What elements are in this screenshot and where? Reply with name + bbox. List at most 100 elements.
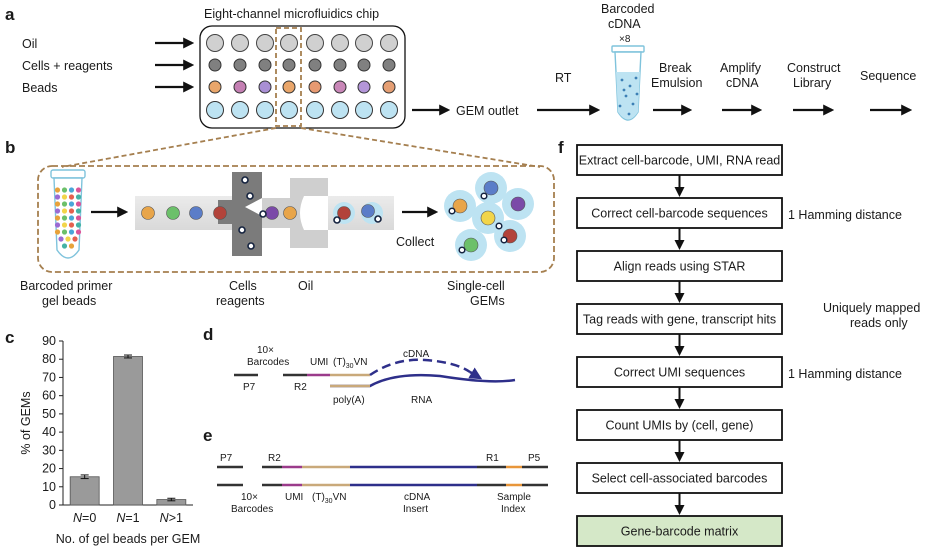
gel-bead — [141, 206, 155, 220]
gel-bead — [75, 201, 82, 207]
gem-well — [256, 101, 274, 119]
gem-well — [355, 101, 373, 119]
x-tick-label: N=0 — [73, 511, 96, 525]
cell — [480, 192, 488, 200]
oil-well — [231, 34, 249, 52]
x-axis-label: No. of gel beads per GEM — [56, 532, 201, 546]
collect-label: Collect — [396, 235, 435, 249]
gel-bead — [361, 204, 375, 218]
flow-step-box — [576, 197, 783, 229]
e-p5-label: P5 — [528, 453, 541, 464]
step-amplify-2: cDNA — [726, 76, 759, 90]
cdna-dot — [634, 76, 638, 80]
flow-step-label: Select cell-associated barcodes — [592, 472, 768, 486]
oil-well — [331, 34, 349, 52]
cdna-dot — [635, 92, 639, 96]
note-unique-2: reads only — [850, 316, 908, 330]
panel-label-b: b — [5, 138, 15, 157]
d-p7-label: P7 — [243, 382, 256, 393]
primer-label-2: gel beads — [42, 294, 96, 308]
gel-bead — [54, 215, 61, 221]
y-tick-label: 80 — [42, 352, 56, 366]
cell — [241, 176, 249, 184]
cell-well — [258, 58, 272, 72]
bar — [69, 476, 100, 506]
zoom-line-left — [61, 127, 277, 168]
note-hamming-barcode: 1 Hamming distance — [788, 208, 902, 222]
gel-bead — [189, 206, 203, 220]
flow-step-label: Align reads using STAR — [614, 260, 746, 274]
cdna-tube-icon — [611, 45, 645, 121]
flow-step-label: Tag reads with gene, transcript hits — [583, 313, 776, 327]
bead-well — [282, 80, 296, 94]
gel-bead — [61, 201, 68, 207]
gel-bead — [68, 229, 75, 235]
gel-bead — [54, 229, 61, 235]
y-tick-label: 10 — [42, 480, 56, 494]
cell — [448, 207, 456, 215]
d-umi: UMI — [310, 357, 328, 368]
primer-tube-icon — [50, 169, 86, 259]
d-cdna-strand — [369, 358, 471, 377]
zoom-line-right — [300, 127, 541, 168]
panel-label-f: f — [558, 138, 564, 157]
gel-bead — [61, 243, 68, 249]
flow-step-label: Correct UMI sequences — [614, 366, 745, 380]
bead-well — [208, 80, 222, 94]
panel-label-d: d — [203, 325, 213, 344]
cdna-dot — [620, 78, 624, 82]
panel-b: b Collect Barcoded primer gel beads Cell… — [5, 127, 555, 308]
x-tick-label: N>1 — [160, 511, 183, 525]
flow-step-box — [576, 144, 783, 176]
y-tick-label: 0 — [49, 498, 56, 512]
e-r2-label: R2 — [268, 453, 281, 464]
gem-well — [206, 101, 224, 119]
cdna-dot — [624, 94, 628, 98]
gel-bead — [337, 206, 351, 220]
gene-barcode-matrix-box — [576, 515, 783, 547]
step-break-1: Break — [659, 61, 692, 75]
cell — [246, 192, 254, 200]
panel-label-c: c — [5, 328, 14, 347]
gel-bead — [75, 194, 82, 200]
cell — [500, 236, 508, 244]
d-rna-label: RNA — [411, 395, 432, 406]
input-beads-label: Beads — [22, 81, 57, 95]
gem-well — [280, 101, 298, 119]
tube-title-1: Barcoded — [601, 2, 655, 16]
gel-bead — [68, 194, 75, 200]
chip-title: Eight-channel microfluidics chip — [204, 7, 379, 21]
cell — [374, 215, 382, 223]
panel-e: e P7 R2 R1 P5 10× Barcodes UMI (T)30VN c… — [203, 426, 548, 515]
gel-bead — [283, 206, 297, 220]
flow-step-label: Extract cell-barcode, UMI, RNA read — [579, 154, 781, 168]
oil-well — [355, 34, 373, 52]
flow-step-box — [576, 250, 783, 282]
bead-well — [357, 80, 371, 94]
gel-bead — [54, 187, 61, 193]
step-sequence: Sequence — [860, 69, 916, 83]
oil-label: Oil — [298, 279, 313, 293]
bead-well — [308, 80, 322, 94]
cells-label-2: reagents — [216, 294, 265, 308]
gel-bead — [58, 236, 64, 242]
oil-well — [306, 34, 324, 52]
cell-well — [282, 58, 296, 72]
gel-bead — [61, 229, 68, 235]
gel-bead — [213, 206, 227, 220]
d-barcodes-1: 10× — [257, 345, 274, 356]
oil-well — [380, 34, 398, 52]
gel-bead — [265, 206, 279, 220]
panel-label-a: a — [5, 5, 15, 24]
e-cdna-2: Insert — [403, 504, 428, 515]
cdna-dot — [622, 88, 626, 92]
bead-well — [333, 80, 347, 94]
gem-well — [231, 101, 249, 119]
gel-bead — [480, 210, 496, 226]
gel-bead — [452, 198, 468, 214]
gel-bead — [68, 243, 75, 249]
single-cell-gem-cluster — [444, 172, 534, 261]
gem-well — [380, 101, 398, 119]
cell-well — [233, 58, 247, 72]
